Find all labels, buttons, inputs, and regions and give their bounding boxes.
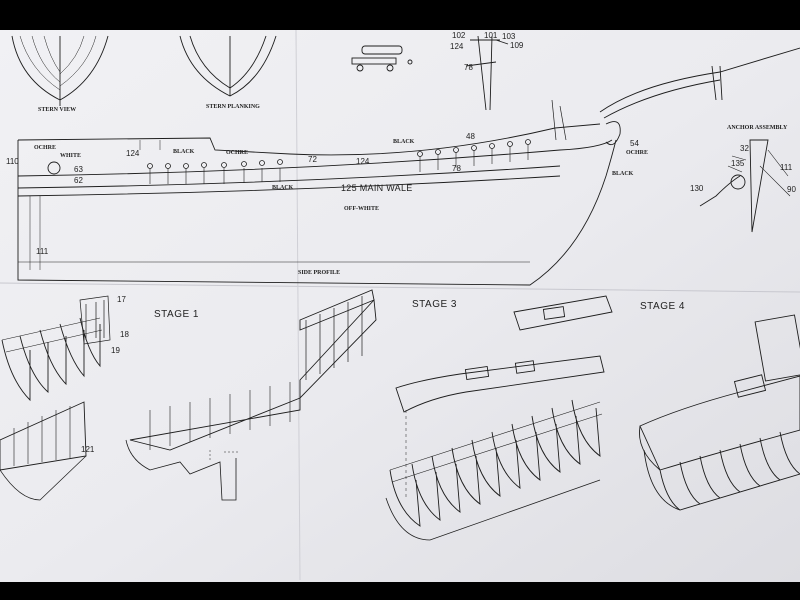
part-number: 72: [308, 155, 317, 164]
part-number: 17: [117, 295, 126, 304]
part-number: 32: [740, 144, 749, 153]
part-number: 111: [36, 247, 49, 256]
hull-side-profile: [17, 99, 621, 286]
side-profile-label: SIDE PROFILE: [298, 270, 341, 276]
part-number: 130: [690, 184, 704, 193]
part-number: 63: [74, 165, 83, 174]
bowsprit-line-lower: [603, 79, 721, 119]
stage1-label: STAGE 1: [154, 309, 199, 320]
part-number: 124: [126, 149, 140, 158]
ochre-label-bow: OCHRE: [626, 150, 649, 156]
stern-planking-drawing: [179, 35, 277, 97]
part-number: 102: [452, 31, 466, 40]
part-number: 121: [81, 445, 95, 454]
part-number: 110: [6, 157, 19, 166]
main-wale-label: 125 MAIN WALE: [341, 183, 413, 193]
part-number: 78: [464, 63, 473, 72]
bowsprit-tip: [711, 65, 723, 101]
part-number: 19: [111, 346, 120, 355]
bowsprit-line: [599, 47, 800, 113]
part-number: 135: [731, 159, 745, 168]
black-label-forward: BLACK: [393, 139, 415, 145]
gunport-row: [147, 139, 531, 184]
part-number: 54: [630, 139, 639, 148]
fold-crease-vertical: [295, 29, 301, 581]
part-number: 111: [780, 163, 793, 172]
part-number: 101: [484, 31, 498, 40]
part-number: 109: [510, 41, 524, 50]
anchor-assembly-label: ANCHOR ASSEMBLY: [727, 125, 788, 131]
part-number: 48: [466, 132, 475, 141]
fold-crease-horizontal: [0, 282, 800, 293]
bottom-black-bar: [0, 582, 800, 600]
part-number: 78: [452, 164, 461, 173]
stage1-frames-left: [1, 295, 111, 402]
stage1-keel-lower-left: [0, 401, 87, 501]
stern-planking-label: STERN PLANKING: [206, 104, 260, 110]
anchor-assembly-drawing: [699, 139, 791, 233]
ochre-label-waist: OCHRE: [226, 150, 249, 156]
stage4-label: STAGE 4: [640, 301, 685, 312]
stage3-deck: [395, 295, 613, 500]
part-number: 18: [120, 330, 129, 339]
stage3-label: STAGE 3: [412, 299, 457, 310]
stage3-frames: [385, 399, 603, 541]
black-label-bow: BLACK: [612, 171, 634, 177]
part-number: 90: [787, 185, 796, 194]
part-number: 124: [356, 157, 370, 166]
part-number: 124: [450, 42, 464, 51]
stage4-hull: [638, 314, 800, 511]
white-label: WHITE: [60, 153, 82, 159]
stern-view-label: STERN VIEW: [38, 107, 77, 113]
off-white-label: OFF-WHITE: [344, 206, 380, 212]
part-number: 103: [502, 32, 516, 41]
top-black-bar: [0, 0, 800, 30]
mast-detail-drawing: [465, 35, 509, 111]
paper-background: [0, 30, 800, 582]
black-label-lower: BLACK: [272, 185, 294, 191]
black-label-waist: BLACK: [173, 149, 195, 155]
stage1-keel-assembly: [125, 289, 377, 501]
cannon-drawing: [351, 45, 413, 72]
stern-view-drawing: [11, 35, 109, 106]
part-number: 62: [74, 176, 83, 185]
ochre-label-stern: OCHRE: [34, 145, 57, 151]
